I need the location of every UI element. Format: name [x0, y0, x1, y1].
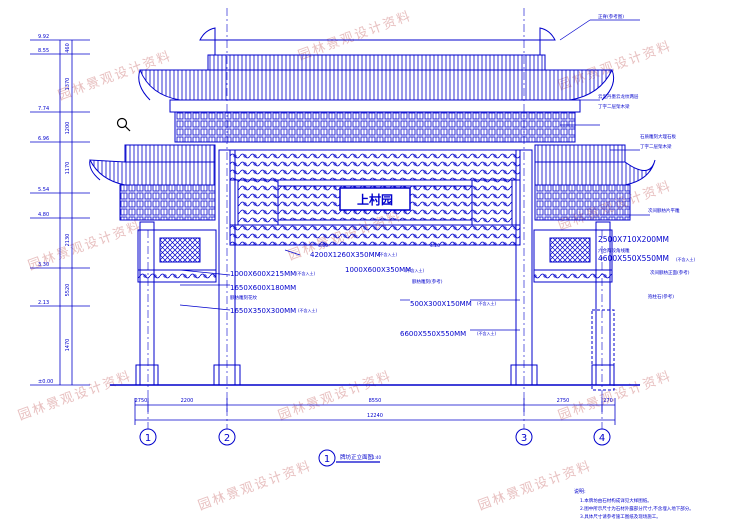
- callout-center: 1000X600X350MM: [345, 266, 411, 274]
- elevation-label: 3.30: [38, 262, 49, 268]
- elevation-label: 9.92: [38, 34, 49, 40]
- archway-sign: 上村园: [357, 192, 393, 207]
- callout-left: 1650X350X300MM: [230, 307, 296, 315]
- watermark-text: 园林景观设计资料: [16, 369, 134, 424]
- callout-mid-right: 4600X550X550MM: [598, 254, 669, 263]
- left-roof: [89, 144, 216, 221]
- callout-center: 4200X1260X350MM: [310, 251, 381, 259]
- elevation-label: 6.96: [38, 136, 49, 142]
- callout-center: (不含入土): [378, 251, 398, 257]
- callout-left: 额枋雕刻花纹: [230, 294, 257, 301]
- drawing-scale: 1:40: [372, 455, 381, 460]
- elevation-label: 2.13: [38, 300, 49, 306]
- callout-center: 500X300X150MM: [410, 300, 472, 308]
- center-panel: [229, 149, 521, 246]
- vertical-dim-label: 1370: [65, 78, 71, 91]
- callout-center: 6600X550X550MM: [400, 330, 466, 338]
- horizontal-dim-label: 12240: [367, 413, 383, 419]
- horizontal-dim-label: 8550: [369, 398, 382, 404]
- callout-mid-right: 次间额枋正面(参考): [650, 269, 690, 276]
- callout-center: (不含入土): [477, 330, 497, 336]
- callout-center: 额枋雕刻(参考): [412, 278, 443, 285]
- vertical-dim-label: 2130: [65, 234, 71, 247]
- main-roof: [138, 27, 615, 143]
- axis-label: 1: [145, 433, 151, 444]
- elevation-label: 4.80: [38, 212, 49, 218]
- callout-mid-right: (不含入土): [676, 256, 696, 262]
- magnifier-icon: [116, 117, 131, 132]
- callout-top-right: 丁字二层架木梁: [598, 103, 630, 110]
- callout-mid-right: 次间额枋片平雕: [648, 207, 680, 214]
- watermark-text: 园林景观设计资料: [196, 459, 314, 514]
- horizontal-dim-label: 2750: [557, 398, 570, 404]
- note-line: 2.图中所示尺寸为石材外露部分尺寸,不含埋入地下部分。: [580, 505, 694, 512]
- callout-mid-right: 2500X710X200MM: [598, 235, 669, 244]
- vertical-dim-label: 1470: [65, 339, 71, 352]
- elevation-label: 7.74: [38, 106, 49, 112]
- axis-label: 3: [521, 433, 527, 444]
- watermark-text: 园林景观设计资料: [476, 459, 594, 514]
- vertical-dim-label: 5520: [65, 284, 71, 297]
- drawing-title: 牌坊正立面图: [340, 453, 374, 461]
- elevation-scale: [30, 39, 90, 386]
- note-line: 1.本牌坊由石材构成详见大样图纸。: [580, 497, 652, 504]
- title-bubble: [318, 449, 336, 467]
- callout-mid-right: 六合两段角线雕: [598, 247, 630, 254]
- axis-label: 2: [224, 433, 230, 444]
- vertical-dim-label: 1200: [65, 122, 71, 135]
- callout-left: 1000X600X215MM: [230, 270, 296, 278]
- horizontal-dim-label: 270: [603, 398, 613, 404]
- elevation-label: 8.55: [38, 48, 49, 54]
- callout-top-right: 正脊(参考图): [598, 13, 624, 20]
- note-line: 3.具体尺寸请参考施工图纸及现场施工。: [580, 513, 661, 520]
- elevation-label: 5.54: [38, 187, 49, 193]
- horizontal-dims: [134, 398, 616, 425]
- vertical-dim-label: 460: [65, 43, 71, 53]
- callout-top-right: 丁字二层架木梁: [640, 143, 672, 150]
- vertical-dim-label: 1170: [65, 162, 71, 175]
- callout-top-right: 云里丹墨云龙纹两层: [598, 93, 639, 100]
- horizontal-dim-label: 2750: [135, 398, 148, 404]
- notes-heading: 说明:: [574, 488, 586, 495]
- callout-mid-right: 抱柱石(参考): [648, 293, 674, 300]
- axis-bubbles: [139, 428, 611, 446]
- right-side-panel: [533, 229, 613, 283]
- horizontal-dim-label: 2200: [181, 398, 194, 404]
- callout-left: (不含入土): [298, 307, 318, 313]
- pillars: [110, 149, 640, 391]
- left-side-panel: [137, 229, 217, 283]
- callout-top-right: 石质雕刻大理石板: [640, 133, 676, 140]
- callout-center: 4.50: [318, 243, 328, 249]
- elevation-label: ±0.00: [38, 379, 53, 385]
- annotation-text: 9.92 8.55 7.74 6.96 5.54 4.80 3.30 2.13 ±0.00 460…: [38, 13, 696, 520]
- right-roof: [534, 144, 656, 221]
- callout-center: (不含入土): [405, 267, 425, 273]
- callout-center: (不含入土): [477, 300, 497, 306]
- leader-lines: [179, 19, 650, 331]
- callout-left: 1650X600X180MM: [230, 284, 296, 292]
- title-number: 1: [324, 454, 330, 465]
- axis-label: 4: [599, 433, 605, 444]
- callout-center: 4.20: [430, 243, 440, 249]
- callout-left: (不含入土): [296, 270, 316, 276]
